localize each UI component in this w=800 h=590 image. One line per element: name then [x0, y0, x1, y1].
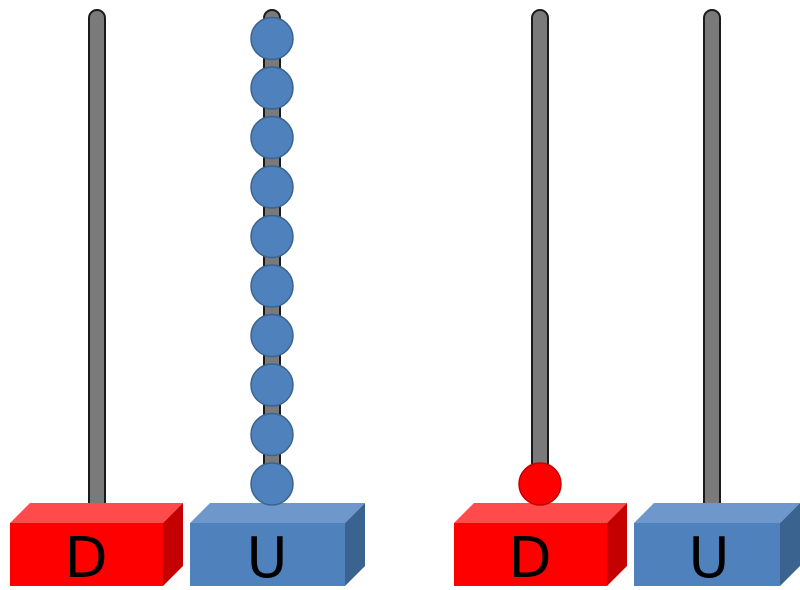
- base-top: [190, 503, 365, 523]
- base-top: [634, 503, 800, 523]
- base-front: [454, 523, 607, 586]
- abacus-1-label-u: U: [247, 526, 288, 590]
- abacus-1-base-u: U: [190, 503, 365, 590]
- bead: [518, 462, 562, 506]
- bead: [250, 16, 294, 61]
- base-side: [607, 503, 627, 586]
- base-side: [780, 503, 800, 586]
- abacus-1: D U: [10, 9, 365, 590]
- abacus-2-beads-d: [518, 462, 562, 506]
- base-side: [345, 503, 365, 586]
- base-top: [10, 503, 183, 523]
- base-front: [10, 523, 163, 586]
- abacus-2: D U: [454, 9, 800, 590]
- abacus-1-column-d: D: [10, 9, 183, 590]
- abacus-2-rod-u: [703, 9, 721, 514]
- abacus-1-rod-d: [88, 9, 106, 514]
- bead: [250, 66, 294, 110]
- bead: [250, 214, 294, 259]
- base-side: [163, 503, 183, 586]
- base-top: [454, 503, 627, 523]
- base-front: [634, 523, 780, 586]
- bead: [250, 165, 294, 209]
- bead: [250, 264, 294, 308]
- abacus-2-column-u: U: [634, 9, 800, 590]
- bead: [250, 115, 294, 160]
- bead: [250, 313, 294, 358]
- base-front: [190, 523, 345, 586]
- abacus-2-label-d: D: [508, 526, 551, 590]
- abacus-2-rod-d: [531, 9, 549, 514]
- abacus-1-column-u: U: [190, 9, 365, 590]
- abacus-1-beads-u: [250, 16, 294, 506]
- abacus-1-base-d: D: [10, 503, 183, 590]
- abacus-1-label-d: D: [64, 526, 107, 590]
- bead: [250, 363, 294, 407]
- abacus-2-label-u: U: [689, 526, 730, 590]
- abacus-2-base-d: D: [454, 503, 627, 590]
- abacus-2-base-u: U: [634, 503, 800, 590]
- bead: [250, 412, 294, 457]
- bead: [250, 462, 294, 506]
- abacus-2-column-d: D: [454, 9, 627, 590]
